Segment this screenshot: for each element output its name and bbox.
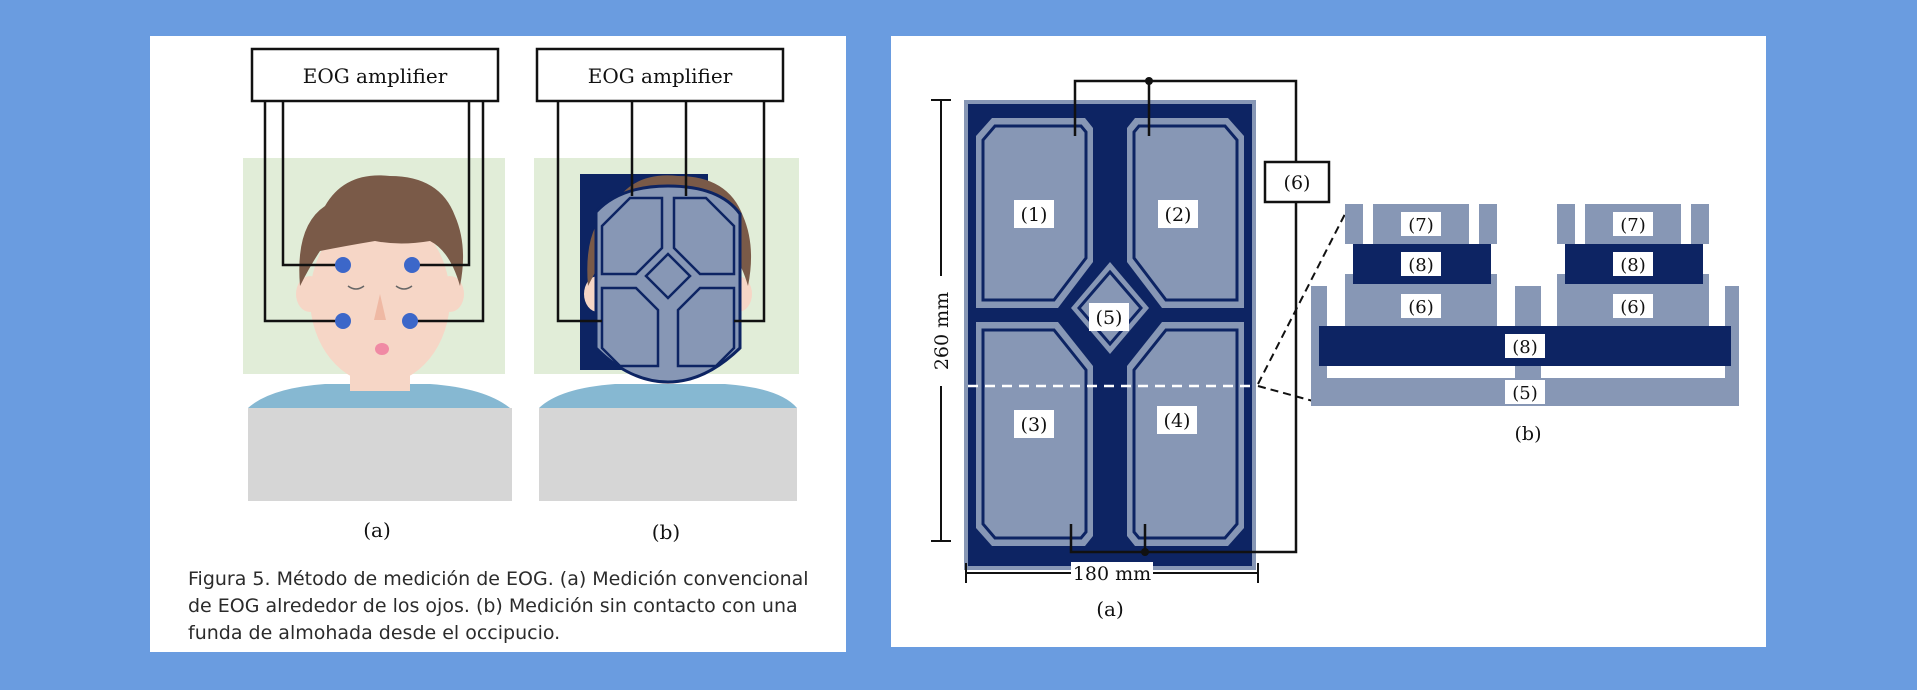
layer-label-6-left: (6) <box>1408 297 1434 318</box>
subfigure-label-b: (b) <box>1515 423 1542 445</box>
electrode-layout-panel: (1) (2) (5) (3) (4) (6) 260 mm <box>891 36 1766 647</box>
amplifier-label-6: (6) <box>1284 172 1311 194</box>
electrode-wires-b <box>556 101 766 323</box>
electrode-label-4: (4) <box>1164 410 1191 432</box>
amplifier-label-b: EOG amplifier <box>588 64 733 88</box>
section-zoom-lines <box>1257 213 1346 402</box>
electrode-label-1: (1) <box>1021 204 1048 226</box>
pillow-electrode-diagram: (1) (2) (5) (3) (4) (6) 260 mm <box>929 77 1739 621</box>
eog-method-diagram: EOG amplifier EOG amplifier <box>243 47 799 544</box>
layer-label-7-right: (7) <box>1620 215 1646 236</box>
layer-label-8-right: (8) <box>1620 255 1646 276</box>
junction-dot <box>1141 548 1149 556</box>
electrode-label-2: (2) <box>1165 204 1192 226</box>
figure-5-panel: EOG amplifier EOG amplifier <box>150 36 846 652</box>
amplifier-box-b <box>535 47 785 103</box>
face-b-illustration <box>534 158 799 501</box>
electrode-labels: (1) (2) (5) (3) (4) <box>1014 200 1198 438</box>
electrode-icon <box>335 257 351 273</box>
junction-dot <box>1145 77 1153 85</box>
height-dimension-label: 260 mm <box>931 292 953 370</box>
electrode-icon <box>404 257 420 273</box>
layer-label-8-left: (8) <box>1408 255 1434 276</box>
width-dimension-label: 180 mm <box>1073 563 1151 585</box>
layer-label-7-left: (7) <box>1408 215 1434 236</box>
electrode-label-5: (5) <box>1096 307 1123 329</box>
wiring <box>1069 79 1298 554</box>
subfigure-label-a: (a) <box>1096 597 1124 621</box>
layer-label-6-right: (6) <box>1620 297 1646 318</box>
amplifier-box-a <box>250 47 500 103</box>
subfigure-label-a: (a) <box>363 518 391 542</box>
subfigure-label-b: (b) <box>652 520 680 544</box>
electrode-wires-a <box>263 101 485 323</box>
electrode-label-3: (3) <box>1021 414 1048 436</box>
electrode-icon <box>402 313 418 329</box>
layer-label-8-bottom: (8) <box>1512 337 1538 358</box>
figure-caption: Figura 5. Método de medición de EOG. (a)… <box>188 568 809 644</box>
cross-section <box>1311 204 1739 406</box>
layer-labels: (7) (7) (8) (8) (6) (6) (8) (5) <box>1401 212 1653 404</box>
electrode-icon <box>335 313 351 329</box>
amplifier-label-a: EOG amplifier <box>303 64 448 88</box>
amplifier-box-6 <box>1263 160 1331 204</box>
layer-label-5-bottom: (5) <box>1512 383 1538 404</box>
